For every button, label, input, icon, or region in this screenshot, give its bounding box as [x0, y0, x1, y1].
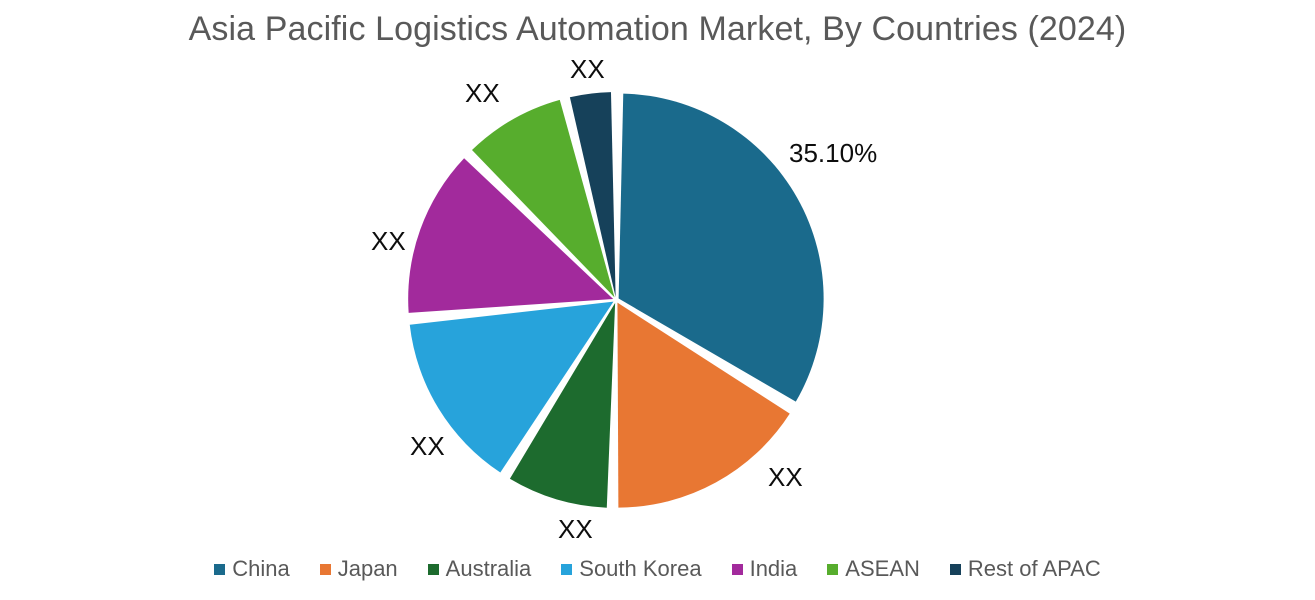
legend-swatch-icon: [319, 563, 331, 575]
pie-slice-asean[interactable]: [471, 99, 615, 298]
pie-slice-china[interactable]: [618, 93, 824, 402]
legend-swatch-icon: [827, 563, 839, 575]
pie-slice-rest-of-apac[interactable]: [569, 92, 616, 298]
pie-svg: [408, 92, 824, 508]
pie-slice-india[interactable]: [408, 158, 614, 313]
legend-item-label: India: [749, 556, 798, 581]
data-label-asean: XX: [465, 78, 500, 108]
legend-item-india[interactable]: India: [731, 556, 798, 581]
data-label-china: 35.10%: [789, 138, 878, 168]
legend-item-label: Australia: [445, 556, 532, 581]
legend-item-asean[interactable]: ASEAN: [827, 558, 920, 580]
legend-item-label: Japan: [337, 556, 398, 581]
data-label-rest-of-apac: XX: [570, 54, 605, 84]
legend-item-label: ASEAN: [845, 556, 920, 581]
legend-item-label: China: [232, 556, 290, 581]
pie-slice-south-korea[interactable]: [409, 301, 614, 473]
pie-slice-group: [408, 92, 824, 508]
legend-item-label: South Korea: [579, 556, 702, 581]
data-label-japan: XX: [768, 462, 803, 492]
data-label-south-korea: XX: [410, 431, 445, 461]
legend-item-australia[interactable]: Australia: [427, 556, 532, 581]
pie-slice-japan[interactable]: [617, 302, 790, 508]
legend-item-label: Rest of APAC: [967, 556, 1101, 581]
pie-slice-australia[interactable]: [509, 302, 616, 508]
data-label-india: XX: [371, 226, 406, 256]
legend-item-south-korea[interactable]: South Korea: [561, 556, 702, 581]
chart-legend: China Japan Australia South Korea India ASEAN…: [0, 558, 1315, 580]
pie-plot-area: 35.10% XX XX XX XX XX XX: [371, 54, 878, 544]
legend-swatch-icon: [214, 563, 226, 575]
legend-item-japan[interactable]: Japan: [319, 556, 398, 581]
legend-swatch-icon: [731, 563, 743, 575]
data-label-australia: XX: [558, 514, 593, 544]
legend-swatch-icon: [561, 563, 573, 575]
legend-item-rest-of-apac[interactable]: Rest of APAC: [949, 556, 1101, 581]
legend-item-china[interactable]: China: [214, 556, 290, 581]
legend-swatch-icon: [949, 563, 961, 575]
chart-title: Asia Pacific Logistics Automation Market…: [188, 10, 1127, 48]
legend-swatch-icon: [427, 563, 439, 575]
